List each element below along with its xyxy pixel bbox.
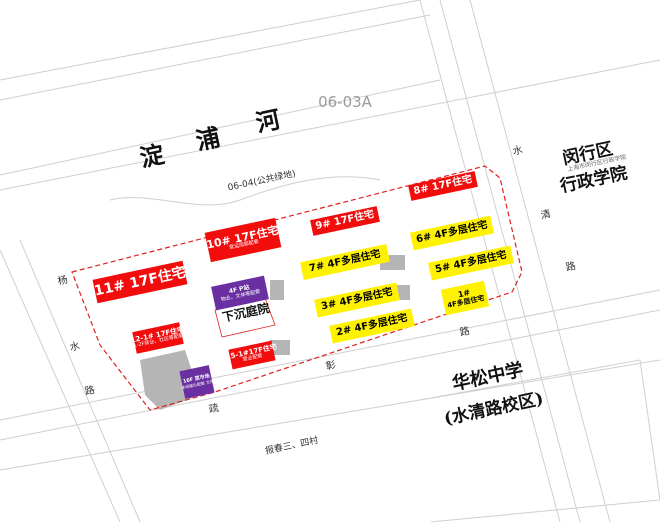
site-boundary (71, 165, 523, 411)
road-char: 路 (564, 260, 577, 274)
road-char: 路 (458, 325, 471, 339)
road-char: 路 (83, 384, 96, 398)
river-char: 河 (253, 104, 283, 138)
parcel-label: 06-03A (318, 93, 372, 112)
road-char: 水 (511, 144, 524, 158)
road-char: 杨 (56, 274, 69, 288)
road-char: 清 (539, 208, 552, 222)
road-char: 疏 (207, 402, 220, 416)
river-char: 淀 (137, 139, 167, 173)
river-edge-line (0, 0, 421, 81)
river-char: 浦 (193, 122, 223, 156)
road-char: 彰 (324, 359, 337, 373)
road-char: 水 (68, 340, 81, 354)
